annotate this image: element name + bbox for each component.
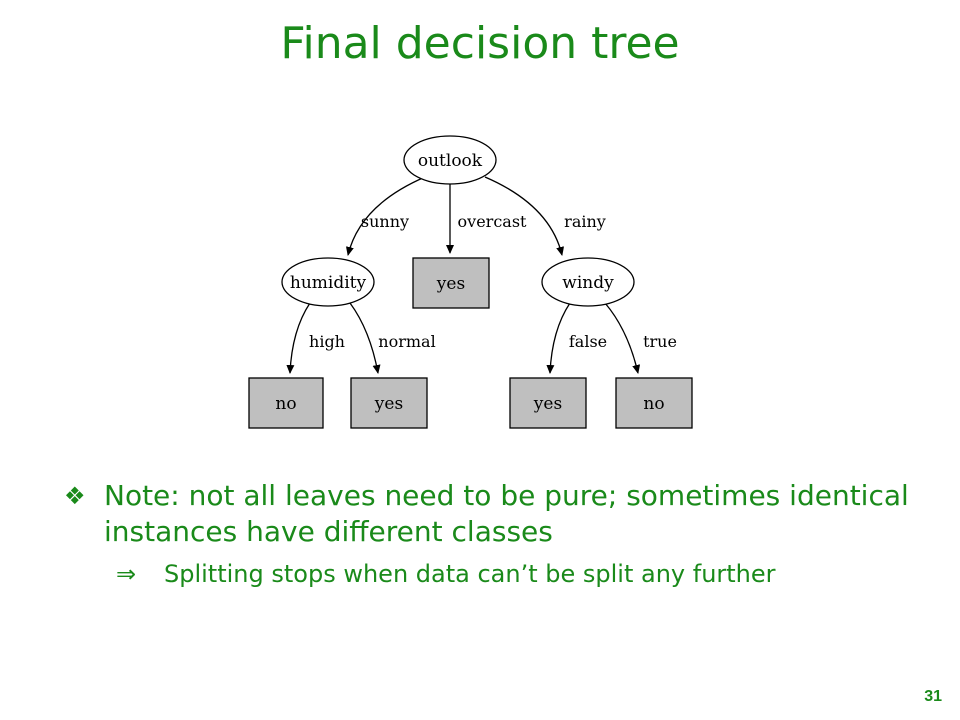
edge-label-rainy: rainy	[564, 212, 606, 231]
leaf-true	[615, 377, 693, 429]
edge-label-true: true	[643, 332, 677, 351]
implies-arrow-icon: ⇒	[116, 560, 137, 588]
leaf-high-label: no	[275, 394, 296, 414]
decision-tree-diagram: outlook sunny overcast rainy humidity ye…	[248, 135, 693, 429]
leaf-overcast-label: yes	[436, 274, 465, 294]
page-number: 31	[924, 688, 942, 705]
leaf-normal-label: yes	[374, 394, 403, 414]
edge-label-false: false	[569, 332, 607, 351]
sub-bullet-text: Splitting stops when data can’t be split…	[164, 560, 776, 588]
edge-label-high: high	[309, 332, 345, 351]
node-outlook	[403, 135, 497, 185]
edge-label-overcast: overcast	[458, 212, 528, 231]
edge-windy-false	[546, 302, 571, 374]
leaf-normal	[350, 377, 428, 429]
bullet-item: ❖ Note: not all leaves need to be pure; …	[64, 478, 944, 550]
leaf-overcast	[412, 257, 490, 309]
edge-label-sunny: sunny	[361, 212, 409, 231]
node-humidity	[281, 257, 375, 307]
sub-bullet-item: ⇒ Splitting stops when data can’t be spl…	[64, 558, 944, 590]
node-outlook-label: outlook	[418, 151, 483, 171]
leaf-false	[509, 377, 587, 429]
notes-block: ❖ Note: not all leaves need to be pure; …	[64, 478, 944, 590]
node-humidity-label: humidity	[290, 273, 367, 293]
node-windy-label: windy	[562, 273, 614, 293]
leaf-high	[248, 377, 324, 429]
edge-humidity-normal	[349, 302, 381, 374]
leaf-false-label: yes	[533, 394, 562, 414]
bullet-text: Note: not all leaves need to be pure; so…	[104, 479, 909, 548]
edge-outlook-sunny	[345, 176, 426, 256]
node-windy	[541, 257, 635, 307]
slide-title: Final decision tree	[280, 18, 680, 69]
edge-outlook-rainy	[484, 176, 565, 256]
edge-humidity-high	[286, 302, 311, 374]
diamond-bullet-icon: ❖	[64, 482, 86, 510]
edge-windy-true	[604, 302, 641, 374]
leaf-true-label: no	[643, 394, 664, 414]
edge-label-normal: normal	[378, 332, 435, 351]
